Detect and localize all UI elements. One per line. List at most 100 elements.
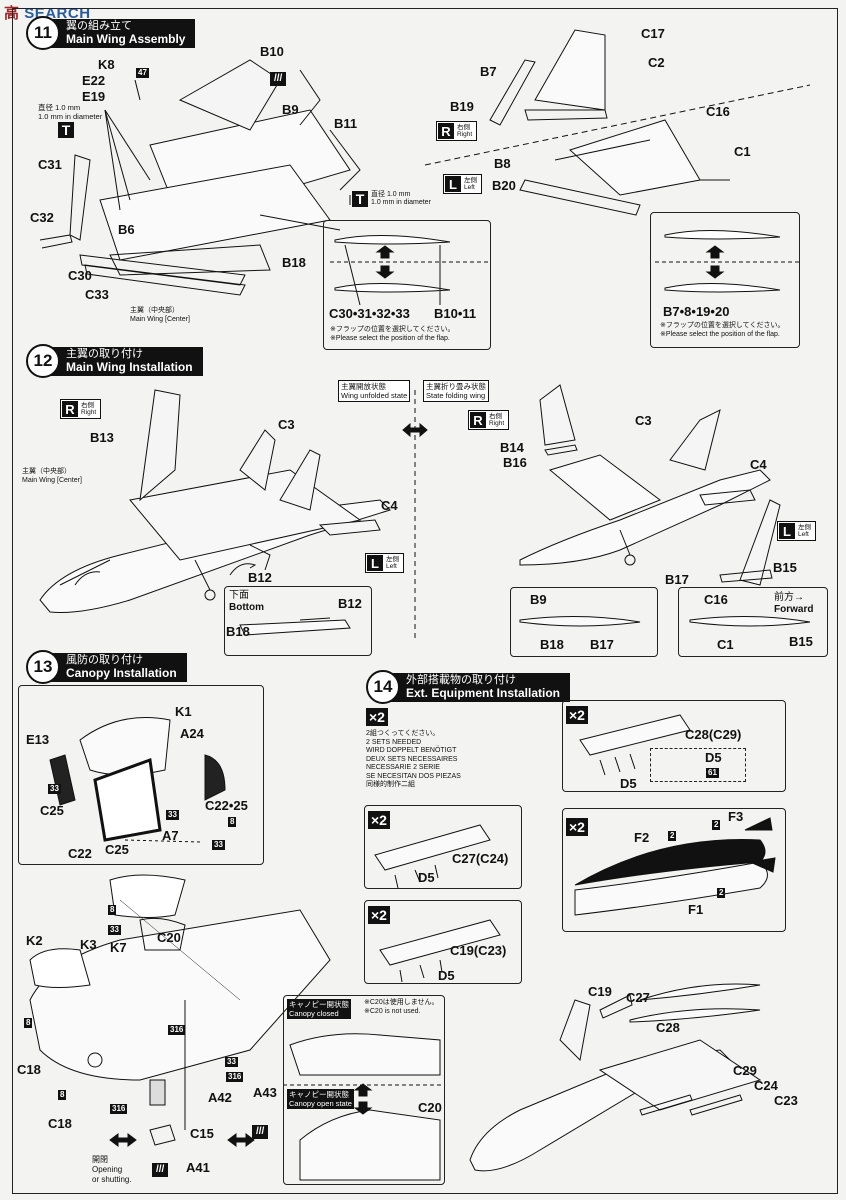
paint-badge: 316 (110, 1104, 128, 1114)
center-wing-label: 主翼（中央部）Main Wing [Center] (130, 307, 190, 323)
part-label: C4 (381, 498, 398, 513)
part-label: C25 (105, 842, 129, 857)
aircraft-stores-drawing (469, 983, 762, 1172)
part-label: B18 (282, 255, 306, 270)
part-label: K2 (26, 933, 43, 948)
part-label: F2 (634, 830, 650, 845)
part-label: B15 (789, 634, 813, 649)
part-label: C16 (706, 104, 730, 119)
part-label: A42 (208, 1090, 232, 1105)
canopy-state-box (283, 995, 445, 1185)
part-label: D5 (438, 968, 455, 983)
part-label: A41 (186, 1160, 210, 1175)
part-label: C24 (754, 1078, 778, 1093)
fuel-tank-box (562, 808, 786, 932)
part-label: B20 (492, 178, 516, 193)
paint-badge: 8 (228, 817, 237, 827)
flap-option-box-right (650, 212, 800, 348)
paint-badge: 316 (168, 1025, 186, 1035)
part-label: B16 (503, 455, 527, 470)
part-label: B9 (530, 592, 547, 607)
part-label: B11 (334, 116, 358, 131)
bottom-detail (239, 617, 351, 636)
paint-badge: 33 (225, 1057, 238, 1067)
part-label: C33 (85, 287, 109, 302)
part-label: C20 (157, 930, 181, 945)
c20-note: ※C20は使用しません。※C20 is not used. (364, 999, 439, 1015)
part-label: C3 (635, 413, 652, 428)
flap-parts: B7•8•19•20 (663, 304, 730, 319)
part-label: B17 (665, 572, 689, 587)
part-label: A7 (162, 828, 179, 843)
flap-parts: B10•11 (434, 306, 477, 321)
step-number: 11 (26, 16, 60, 50)
step-title: Canopy Installation (66, 665, 177, 680)
part-label: C15 (190, 1126, 214, 1141)
part-label: K1 (175, 704, 192, 719)
aircraft-folded-drawing (519, 384, 781, 586)
part-label: B13 (90, 430, 114, 445)
fuselage-drawing (29, 874, 331, 1147)
pylon-c28-drawing (579, 714, 691, 776)
forward-label: 前方→Forward (774, 592, 814, 615)
paint-badge: 33 (48, 784, 61, 794)
paint-badge: 2 (712, 820, 721, 830)
part-label: B18 (540, 637, 564, 652)
sets-needed-note: 2組つくってください。 2 SETS NEEDED WIRD DOPPELT B… (366, 730, 461, 788)
part-label: C18 (48, 1116, 72, 1131)
flap-option-box-left (323, 220, 491, 350)
paint-badge: 61 (706, 768, 719, 778)
part-label: C28 (656, 1020, 680, 1035)
fuel-tank-drawing (574, 817, 776, 916)
part-label: C17 (641, 26, 665, 41)
pylon-c19-drawing (379, 919, 501, 983)
part-label: C18 (17, 1062, 41, 1077)
part-label: C31 (38, 157, 62, 172)
part-label: A43 (253, 1085, 277, 1100)
flap-box-left (330, 234, 490, 306)
part-label: E13 (26, 732, 50, 747)
step-title: Ext. Equipment Installation (406, 685, 561, 700)
part-label: E22 (82, 73, 106, 88)
detail-b9-b18-b17 (519, 615, 641, 627)
canopy-state-detail (283, 1033, 445, 1181)
cement-icon: /// (152, 1163, 169, 1177)
part-label: C2 (648, 55, 665, 70)
paint-badge: 33 (166, 810, 179, 820)
detail-c16-c1-b15 (689, 615, 811, 627)
part-label: B19 (450, 99, 474, 114)
part-label: C27(C24) (452, 851, 509, 866)
part-label: C30 (68, 268, 92, 283)
paint-badge: 2 (717, 888, 726, 898)
part-label: A24 (180, 726, 204, 741)
flap-box-right (655, 229, 800, 293)
pylon-c27-drawing (374, 824, 491, 889)
step-title: Main Wing Installation (66, 359, 193, 374)
part-label: C19 (588, 984, 612, 999)
part-label: C22 (68, 846, 92, 861)
pylon-c28-box (562, 700, 786, 792)
center-wing-drawing (39, 59, 361, 296)
paint-badge: 47 (136, 68, 149, 78)
part-label: C27 (626, 990, 650, 1005)
part-label: B10 (260, 44, 284, 59)
part-label: C25 (40, 803, 64, 818)
part-label: B18 (226, 624, 250, 639)
step-title: Main Wing Assembly (66, 31, 186, 46)
aircraft-unfolded-drawing (39, 389, 428, 640)
part-label: K7 (110, 940, 127, 955)
